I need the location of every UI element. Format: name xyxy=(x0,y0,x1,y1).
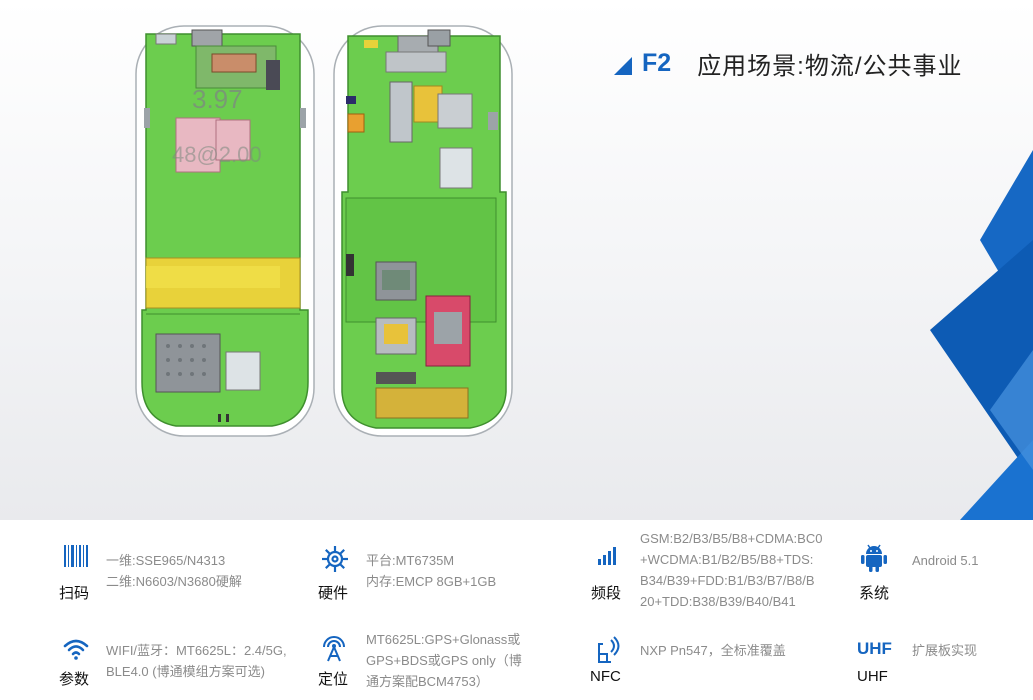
uhf-line-1: 扩展板实现 xyxy=(912,643,978,658)
page-title: F2 应用场景:物流/公共事业 xyxy=(614,46,963,80)
bands-line-2: +WCDMA:B1/B2/B5/B8+TDS: xyxy=(640,552,814,567)
nfc-line-1: NXP Pn547，全标准覆盖 xyxy=(640,643,786,658)
spec-panel: 扫码 一维:SSE965/N4313 二维:N6603/N3680硬解 硬件 平… xyxy=(0,520,1033,700)
nfc-icon xyxy=(598,636,620,663)
bands-line-1: GSM:B2/B3/B5/B8+CDMA:BC0 xyxy=(640,531,823,546)
params-label: 参数 xyxy=(59,671,90,688)
hardware-details: 平台:MT6735M 内存:EMCP 8GB+1GB xyxy=(366,550,496,592)
gear-icon xyxy=(322,546,348,572)
scan-label: 扫码 xyxy=(59,585,90,602)
board-readout-b: 48@2.00 xyxy=(172,142,262,167)
model-name: F2 xyxy=(642,48,672,77)
hardware-line-1: 平台:MT6735M xyxy=(366,553,455,568)
hardware-line-2: 内存:EMCP 8GB+1GB xyxy=(366,574,497,589)
system-details: Android 5.1 xyxy=(912,550,979,571)
uhf-label: UHF xyxy=(857,668,888,685)
bands-line-3: B34/B39+FDD:B1/B3/B7/B8/B xyxy=(640,573,815,588)
pcb-back-view xyxy=(333,25,513,437)
bands-line-4: 20+TDD:B38/B39/B40/B41 xyxy=(640,594,796,609)
pcb-front-view: 3.97 48@2.00 xyxy=(135,25,315,437)
params-details: WIFI/蓝牙：MT6625L：2.4/5G, BLE4.0 (博通模组方案可选… xyxy=(106,640,287,682)
wifi-icon xyxy=(63,639,89,660)
android-icon xyxy=(861,544,887,572)
bands-label: 频段 xyxy=(591,585,622,602)
system-label: 系统 xyxy=(859,585,890,602)
barcode-icon xyxy=(64,545,88,567)
positioning-label: 定位 xyxy=(318,671,349,688)
positioning-details: MT6625L:GPS+Glonass或 GPS+BDS或GPS only（博 … xyxy=(366,629,522,692)
title-triangle-icon xyxy=(614,57,632,75)
bands-details: GSM:B2/B3/B5/B8+CDMA:BC0 +WCDMA:B1/B2/B5… xyxy=(640,528,822,612)
system-line-1: Android 5.1 xyxy=(912,553,979,568)
uhf-details: 扩展板实现 xyxy=(912,640,977,661)
params-line-1: WIFI/蓝牙：MT6625L：2.4/5G, xyxy=(106,643,287,658)
hero-area: 3.97 48@2.00 F2 应用场景: xyxy=(0,0,1033,520)
scan-details: 一维:SSE965/N4313 二维:N6603/N3680硬解 xyxy=(106,550,242,592)
decorative-blue-shapes xyxy=(930,150,1033,520)
scan-line-1: 一维:SSE965/N4313 xyxy=(106,553,226,568)
hardware-label: 硬件 xyxy=(318,585,349,602)
board-readout-a: 3.97 xyxy=(192,84,243,114)
positioning-line-1: MT6625L:GPS+Glonass或 xyxy=(366,632,521,647)
location-icon xyxy=(323,636,345,662)
params-line-2: BLE4.0 (博通模组方案可选) xyxy=(106,664,265,679)
scenario-title: 应用场景:物流/公共事业 xyxy=(697,52,963,80)
nfc-label: NFC xyxy=(590,668,621,685)
scan-line-2: 二维:N6603/N3680硬解 xyxy=(106,574,242,589)
signal-icon xyxy=(598,547,616,565)
positioning-line-2: GPS+BDS或GPS only（博 xyxy=(366,653,522,668)
nfc-details: NXP Pn547，全标准覆盖 xyxy=(640,640,786,661)
uhf-icon: UHF xyxy=(857,639,892,658)
positioning-line-3: 通方案配BCM4753） xyxy=(366,674,489,689)
